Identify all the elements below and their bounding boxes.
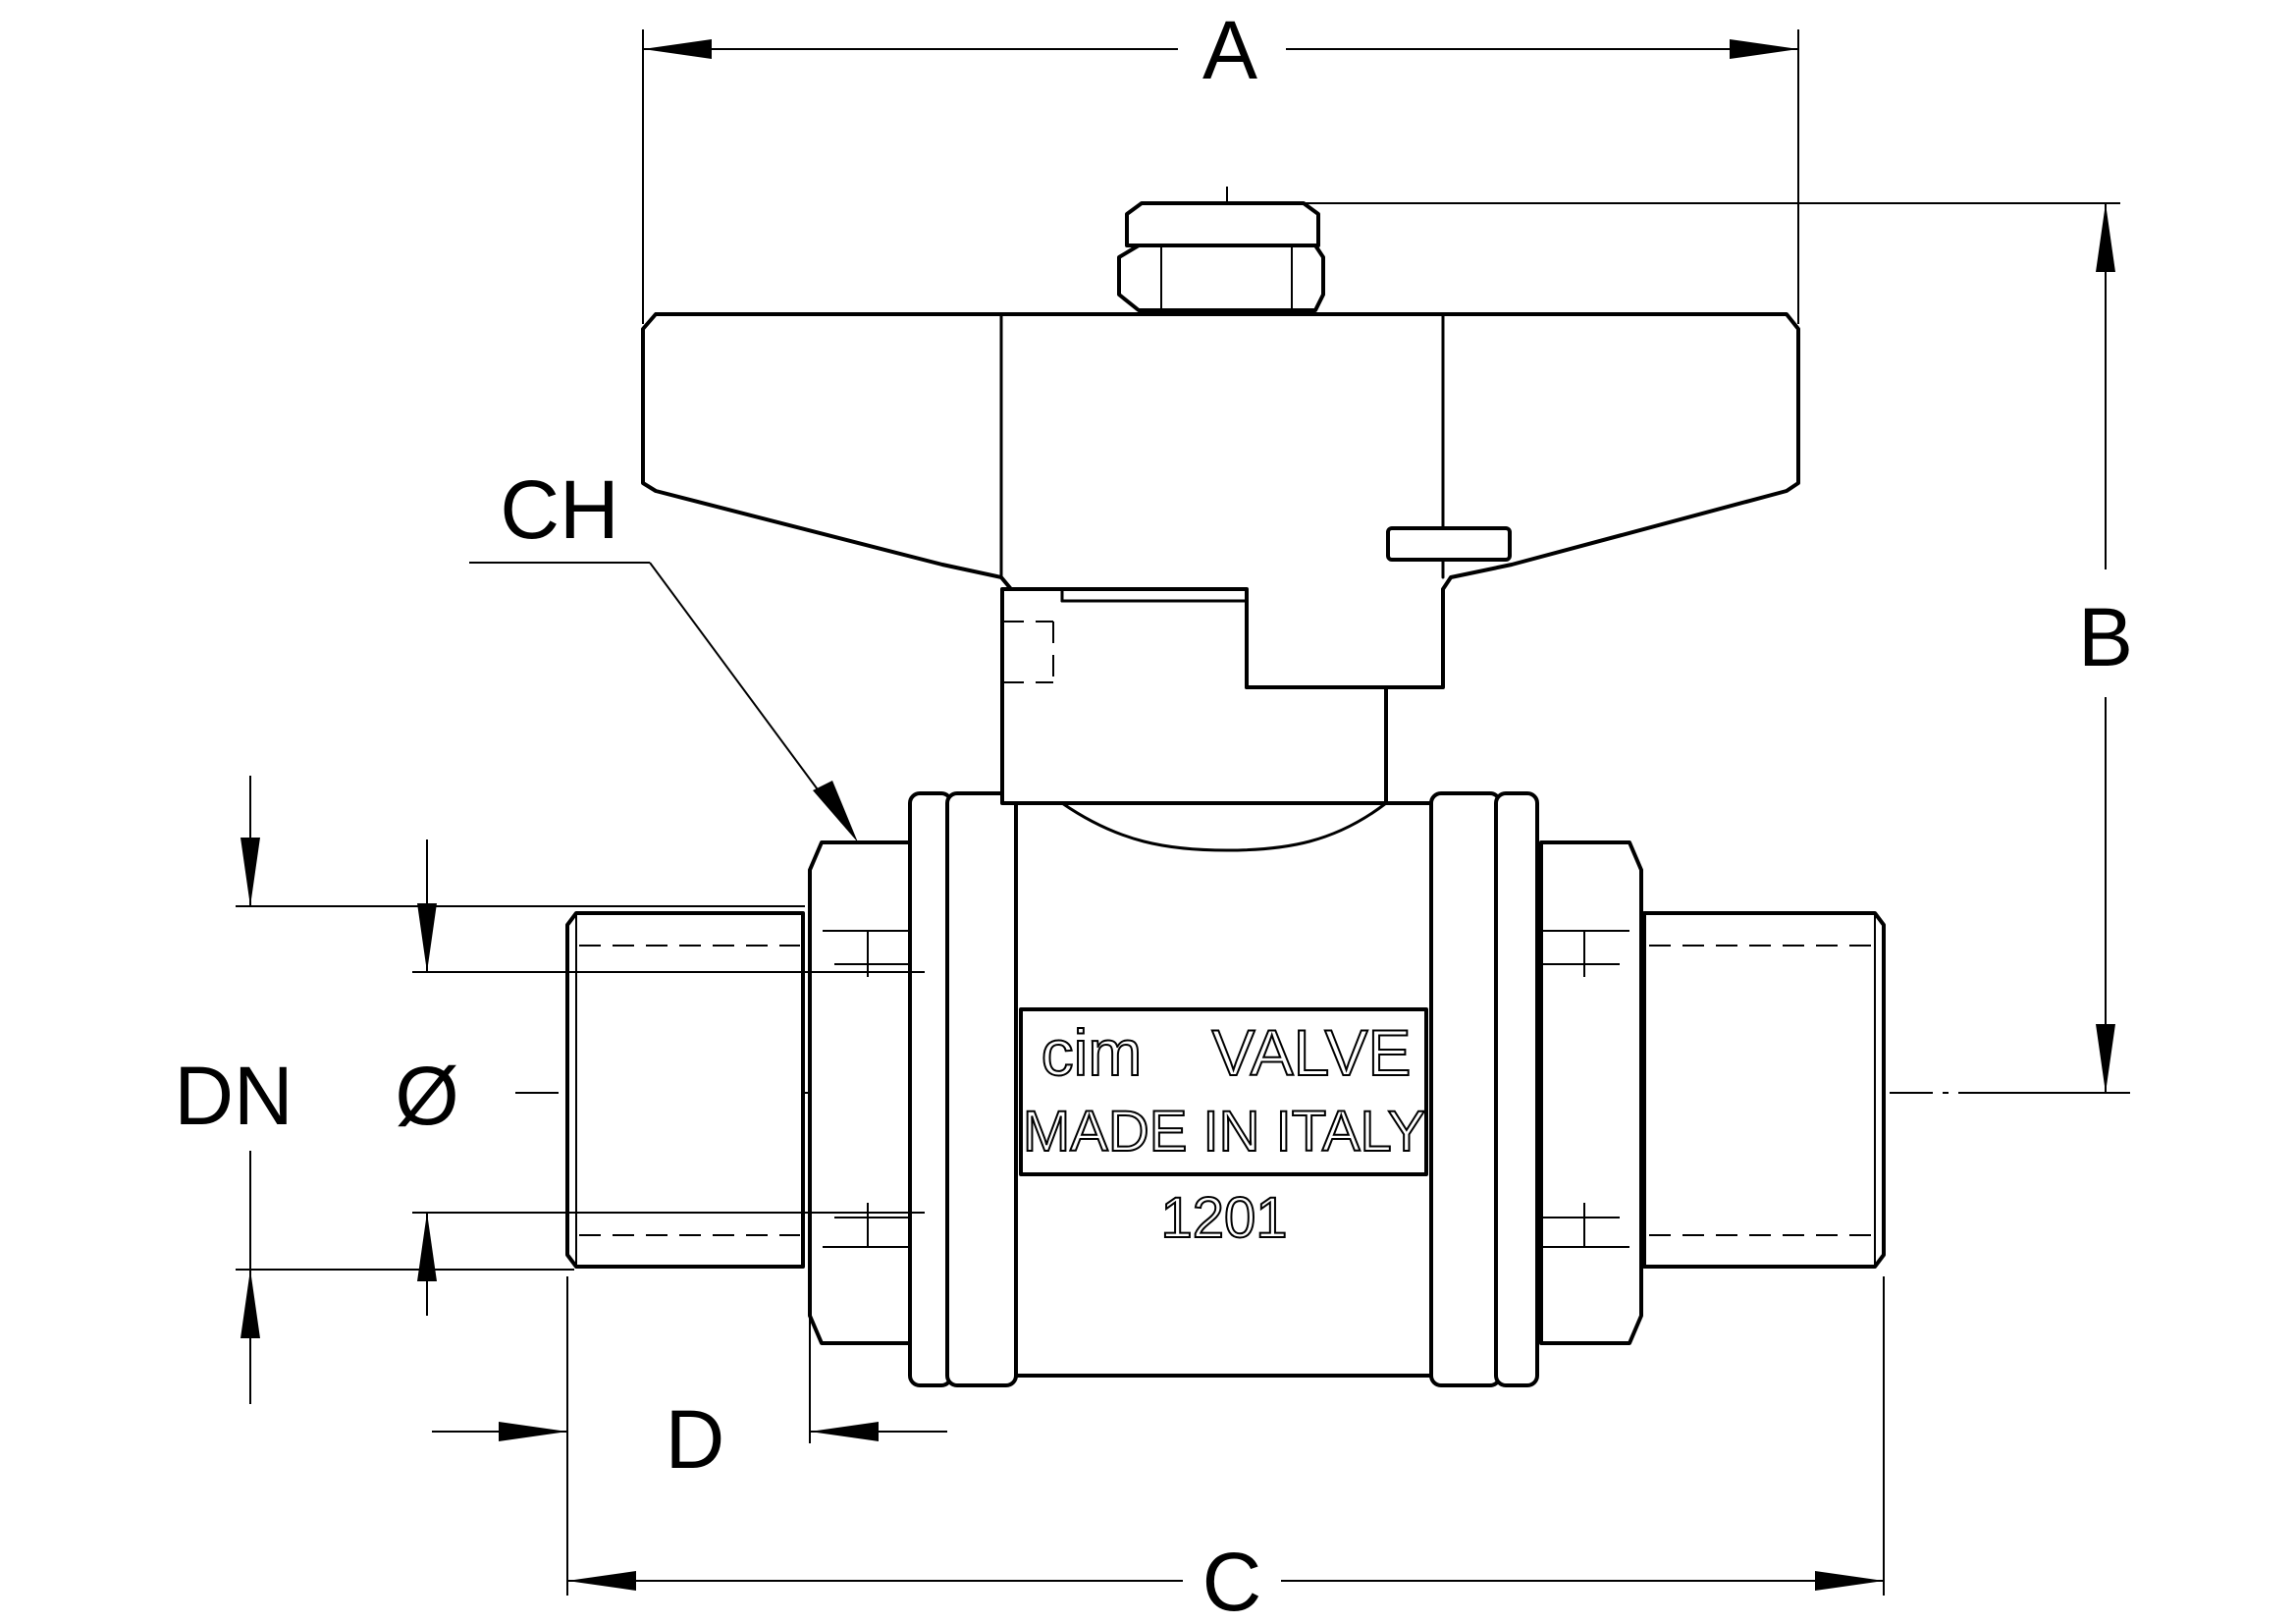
- arrowhead: [417, 1213, 437, 1281]
- dimension-b: B: [1222, 202, 2133, 1094]
- arrowhead: [1815, 1571, 1884, 1591]
- arrowhead: [2096, 203, 2115, 272]
- dimension-label-b: B: [2078, 591, 2133, 683]
- butterfly-handle: [641, 312, 1800, 689]
- dimension-ch: CH: [469, 463, 858, 842]
- dimension-a: A: [642, 4, 1799, 324]
- arrowhead: [2096, 1024, 2115, 1093]
- arrowhead: [643, 39, 712, 59]
- dimension-label-dn: DN: [174, 1050, 293, 1142]
- brand-suffix-mark: VALVE: [1212, 1016, 1412, 1089]
- arrowhead: [240, 1270, 260, 1338]
- right-threaded-end: [1642, 911, 1886, 1269]
- dimension-diameter: Ø: [395, 839, 925, 1316]
- left-threaded-end: [565, 911, 805, 1269]
- right-flange: [1429, 791, 1539, 1387]
- valve-body: [565, 201, 1886, 1387]
- arrowhead: [1730, 39, 1798, 59]
- central-body: [1014, 801, 1433, 1378]
- left-flange: [908, 791, 1018, 1387]
- arrowhead: [499, 1422, 567, 1441]
- dimension-label-a: A: [1202, 4, 1257, 96]
- brand-prefix-mark: cim: [1041, 1016, 1143, 1089]
- model-mark: 1201: [1160, 1186, 1287, 1250]
- dimension-c: C: [567, 1276, 1885, 1624]
- arrowhead: [567, 1571, 636, 1591]
- arrowhead: [417, 903, 437, 972]
- dimension-dn: DN: [174, 776, 805, 1404]
- dimension-label-diameter: Ø: [395, 1050, 458, 1142]
- body-marking: cim VALVE MADE IN ITALY 1201: [1022, 1015, 1426, 1251]
- arrowhead: [813, 781, 858, 842]
- arrowhead: [810, 1422, 879, 1441]
- dimension-label-ch: CH: [500, 463, 618, 556]
- dimension-d: D: [432, 1276, 947, 1596]
- dimension-label-c: C: [1202, 1536, 1262, 1624]
- origin-mark: MADE IN ITALY: [1023, 1100, 1425, 1164]
- dimension-label-d: D: [666, 1393, 725, 1486]
- arrowhead: [240, 838, 260, 906]
- handle-top-nut: [1117, 201, 1325, 312]
- right-hex-nut: [1526, 840, 1643, 1345]
